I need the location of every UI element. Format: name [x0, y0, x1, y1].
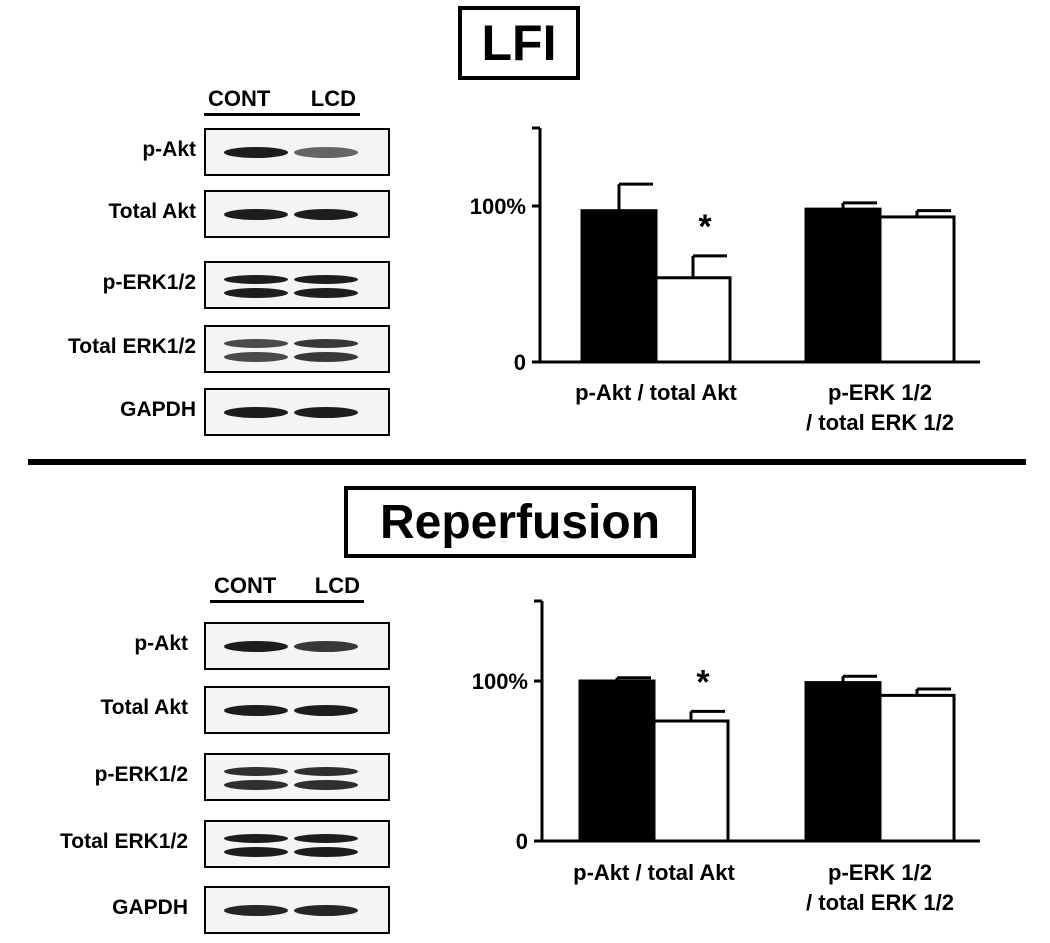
blot-band — [224, 847, 288, 857]
category-label: p-Akt / total Akt — [575, 380, 737, 405]
blot-box — [204, 388, 390, 436]
blot-band — [294, 641, 358, 652]
blot-band — [224, 407, 288, 418]
category-label: / total ERK 1/2 — [806, 890, 954, 915]
blot-band — [294, 407, 358, 418]
bar — [804, 681, 882, 843]
bar — [878, 215, 956, 364]
bar — [580, 209, 658, 364]
blot-band — [224, 780, 288, 790]
blot-box — [204, 820, 390, 868]
lane-label: CONT — [214, 573, 277, 598]
blot-label: GAPDH — [112, 896, 188, 919]
category-label: / total ERK 1/2 — [806, 410, 954, 435]
section-divider — [28, 459, 1026, 465]
category-label: p-Akt / total Akt — [573, 860, 735, 885]
lane-label: CONT — [208, 86, 271, 111]
blot-band — [224, 275, 288, 284]
y-tick-label: 0 — [516, 829, 528, 854]
lane-label: LCD — [310, 86, 356, 111]
blot-box — [204, 622, 390, 670]
blot-label: Total Akt — [108, 200, 197, 223]
blot-box — [204, 325, 390, 373]
blot-label: Total ERK1/2 — [60, 830, 188, 853]
bar-chart-lfi: 0 100% p-Akt / total Akt p-ERK 1/2 / total E… — [470, 126, 980, 435]
blot-band — [294, 288, 358, 298]
blot-band — [224, 641, 288, 652]
blot-band — [224, 905, 288, 916]
blot-label: Total ERK1/2 — [68, 335, 196, 358]
bar — [654, 276, 732, 364]
blot-band — [294, 834, 358, 843]
category-label: p-ERK 1/2 — [828, 860, 932, 885]
blot-label: p-Akt — [142, 138, 196, 161]
blot-band — [294, 147, 358, 158]
blot-band — [294, 847, 358, 857]
blot-label: Total Akt — [100, 696, 189, 719]
bar-chart-reperfusion: 0 100% p-Akt / total Akt p-ERK 1/2 / total E… — [472, 599, 980, 915]
blot-label: p-ERK1/2 — [94, 763, 188, 786]
blot-band — [294, 275, 358, 284]
blot-band — [224, 147, 288, 158]
y-tick-label: 100% — [470, 194, 526, 219]
blot-band — [294, 705, 358, 716]
lane-header: CONT LCD — [210, 573, 364, 603]
blot-box — [204, 261, 390, 309]
significance-asterisk: * — [698, 208, 712, 246]
blot-band — [294, 767, 358, 776]
lane-label: LCD — [314, 573, 360, 598]
blot-band — [294, 339, 358, 348]
bar — [652, 719, 730, 843]
bar — [804, 207, 882, 364]
blot-band — [294, 209, 358, 220]
bar — [878, 693, 956, 843]
blot-band — [224, 352, 288, 362]
blot-box — [204, 753, 390, 801]
significance-asterisk: * — [696, 663, 710, 701]
blot-band — [294, 352, 358, 362]
category-label: p-ERK 1/2 — [828, 380, 932, 405]
blot-band — [224, 767, 288, 776]
lane-header: CONT LCD — [204, 86, 360, 116]
blot-band — [224, 288, 288, 298]
blot-box — [204, 128, 390, 176]
blot-label: p-Akt — [134, 632, 188, 655]
y-tick-label: 0 — [514, 350, 526, 375]
blot-box — [204, 190, 390, 238]
bar — [578, 679, 656, 843]
blot-band — [224, 209, 288, 220]
blot-band — [224, 705, 288, 716]
panel-title-lfi: LFI — [458, 6, 580, 80]
panel-title-reperfusion: Reperfusion — [344, 486, 696, 558]
blot-band — [294, 905, 358, 916]
blot-box — [204, 686, 390, 734]
blot-band — [224, 339, 288, 348]
blot-band — [224, 834, 288, 843]
y-tick-label: 100% — [472, 669, 528, 694]
blot-box — [204, 886, 390, 934]
blot-label: GAPDH — [120, 398, 196, 421]
blot-label: p-ERK1/2 — [102, 271, 196, 294]
blot-band — [294, 780, 358, 790]
